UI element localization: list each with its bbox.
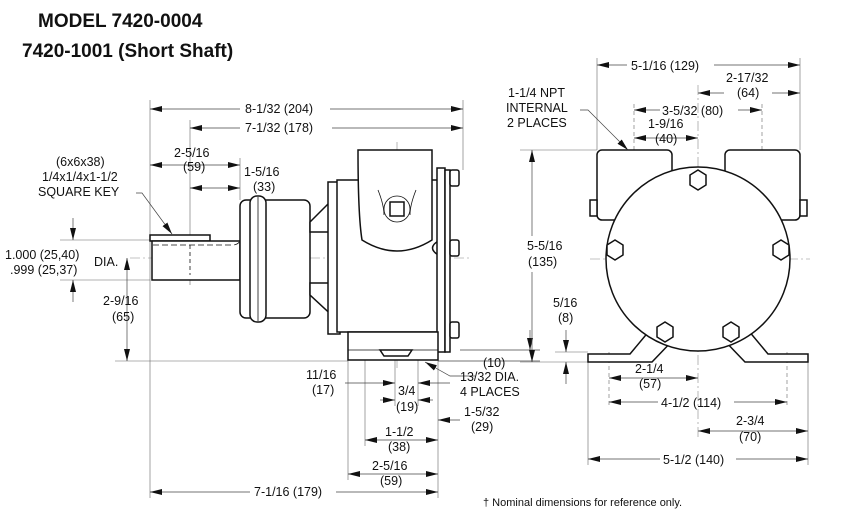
- dim-foot-thickness-mm: (8): [558, 311, 573, 325]
- dim-key-length-mm: (33): [253, 180, 275, 194]
- front-view: 1-1/4 NPT INTERNAL 2 PLACES 5-1/16 (129)…: [506, 58, 810, 467]
- dim-base-offset-b-mm: (19): [396, 400, 418, 414]
- dim-total-to-base: 7-1/16 (179): [254, 485, 322, 499]
- dim-half-foot-width: 2-3/4: [736, 414, 765, 428]
- port-label-line3: 2 PLACES: [507, 116, 567, 130]
- port-housing: [357, 149, 433, 252]
- dim-foot-thickness: 5/16: [553, 296, 577, 310]
- dim-port-offset-left: 1-9/16: [648, 117, 683, 131]
- dim-hole-spacing: 4-1/2 (114): [661, 396, 721, 410]
- dim-overall-height: 5-5/16: [527, 239, 562, 253]
- port-square-icon: [389, 201, 405, 217]
- shaft: [151, 240, 241, 281]
- dia-label: DIA.: [94, 255, 118, 269]
- cover-bolt: [449, 321, 460, 339]
- dim-base-length: 2-5/16: [372, 459, 407, 473]
- dim-port-offset-right-mm: (64): [737, 86, 759, 100]
- dim-base-offset-a-mm: (17): [312, 383, 334, 397]
- dim-shaft-height-mm: (65): [112, 310, 134, 324]
- dim-base-offset-c: 1-5/32: [464, 405, 499, 419]
- dim-half-hole-spacing: 2-1/4: [635, 362, 664, 376]
- dim-shaft-length: 2-5/16: [174, 146, 209, 160]
- dim-base-offset-c-mm: (29): [471, 420, 493, 434]
- key-metric: (6x6x38): [56, 155, 105, 169]
- dim-overall-height-mm: (135): [528, 255, 557, 269]
- dim-port-offset-left-mm: (40): [655, 132, 677, 146]
- dim-port-spacing: 3-5/32 (80): [662, 104, 723, 118]
- model-title: MODEL 7420-0004: [38, 11, 203, 32]
- dim-base-offset-b: 3/4: [398, 384, 415, 398]
- port-label-line1: 1-1/4 NPT: [508, 86, 565, 100]
- dim-base-length-mm: (59): [380, 474, 402, 488]
- dim-shaft-dia-min: .999 (25,37): [10, 263, 77, 277]
- dim-hole-spacing: 1-1/2: [385, 425, 414, 439]
- square-key: [149, 234, 211, 242]
- dim-shaft-length-mm: (59): [183, 160, 205, 174]
- dim-base-offset-a: 11/16: [306, 368, 336, 382]
- cover-bolt: [449, 239, 460, 257]
- key-size: 1/4x1/4x1-1/2: [42, 170, 118, 184]
- hole-dia: 13/32 DIA.: [460, 370, 519, 384]
- pump-cover: [605, 166, 791, 352]
- dim-base-thickness-mm: (10): [483, 356, 505, 370]
- dim-foot-width: 5-1/2 (140): [663, 453, 724, 467]
- dim-half-foot-width-mm: (70): [739, 430, 761, 444]
- model-subtitle: 7420-1001 (Short Shaft): [22, 41, 233, 62]
- side-view: 8-1/32 (204) 7-1/32 (178) 2-5/16 (59) 1-…: [5, 100, 540, 499]
- dim-half-hole-spacing-mm: (57): [639, 377, 661, 391]
- hex-bolt-icon: [606, 169, 790, 343]
- footnote: † Nominal dimensions for reference only.: [483, 497, 682, 509]
- hole-count: 4 PLACES: [460, 385, 520, 399]
- dim-key-length: 1-5/16: [244, 165, 279, 179]
- dim-length-from-adapter: 7-1/32 (178): [245, 121, 313, 135]
- cover-bolt: [449, 169, 460, 187]
- cover-plate: [436, 167, 446, 353]
- dim-shaft-height: 2-9/16: [103, 294, 138, 308]
- dim-port-offset-right: 2-17/32: [726, 71, 768, 85]
- dim-overall-width: 5-1/16 (129): [631, 59, 699, 73]
- dim-hole-spacing-mm: (38): [388, 440, 410, 454]
- key-label: SQUARE KEY: [38, 185, 120, 199]
- dim-shaft-dia-max: 1.000 (25,40): [5, 248, 79, 262]
- dim-overall-length: 8-1/32 (204): [245, 102, 313, 116]
- port-label-line2: INTERNAL: [506, 101, 568, 115]
